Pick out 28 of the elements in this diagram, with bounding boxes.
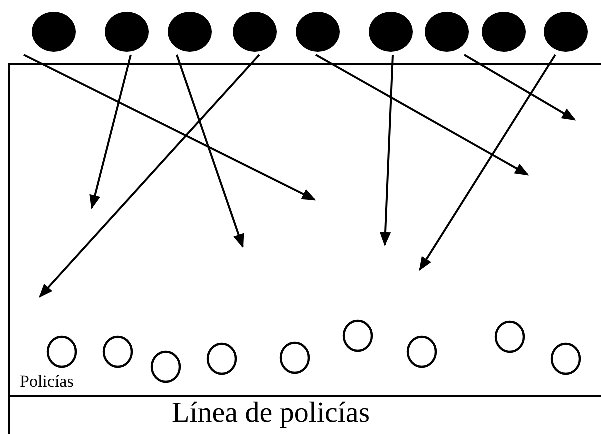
- police-circle: [102, 336, 134, 368]
- player-circle: [168, 12, 212, 52]
- player-circle: [296, 12, 340, 52]
- police-circle: [46, 336, 78, 368]
- police-circle: [342, 320, 374, 352]
- player-circle: [233, 12, 277, 52]
- arrow: [419, 54, 556, 272]
- police-circle: [280, 342, 310, 374]
- player-circle: [544, 12, 588, 52]
- police-circle: [550, 342, 582, 376]
- police-circle: [406, 336, 438, 368]
- arrow: [380, 54, 394, 246]
- player-circle: [369, 12, 413, 52]
- arrow: [24, 54, 316, 201]
- team-label: Policías: [20, 373, 74, 390]
- player-circle: [105, 12, 149, 52]
- police-circle: [494, 320, 526, 354]
- field-caption: Línea de policías: [172, 399, 370, 428]
- player-circle: [425, 12, 469, 52]
- arrow: [464, 54, 576, 121]
- arrow: [39, 54, 260, 298]
- arrow: [316, 54, 530, 176]
- police-circle: [206, 342, 238, 376]
- arrow: [90, 54, 132, 210]
- police-circle: [150, 350, 182, 384]
- arrow: [176, 54, 244, 248]
- player-circle: [32, 12, 76, 52]
- player-circle: [482, 12, 526, 52]
